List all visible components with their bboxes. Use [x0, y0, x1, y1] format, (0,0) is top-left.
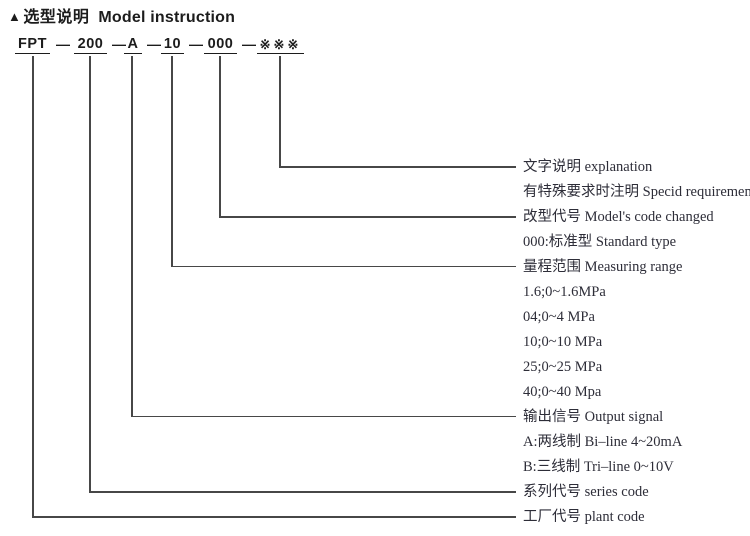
label-plant-code: 工厂代号 plant code: [523, 509, 645, 525]
label-range-1-6mpa: 1.6;0~1.6MPa: [523, 284, 606, 300]
leader-line-vertical-measuring-range: [171, 56, 173, 266]
leader-line-vertical-explanation: [279, 56, 281, 167]
label-output-a-bi-line: A:两线制 Bi–line 4~20mA: [523, 434, 683, 450]
section-header: ▲选型说明 Model instruction: [8, 3, 235, 27]
model-code-separator: —: [189, 36, 203, 52]
section-title-en: Model instruction: [98, 9, 236, 26]
leader-line-vertical-output-signal: [131, 56, 133, 416]
label-standard-type: 000:标准型 Standard type: [523, 234, 677, 250]
leader-line-horizontal-series-code: [89, 491, 516, 493]
label-range-10mpa: 10;0~10 MPa: [523, 334, 603, 350]
leader-line-vertical-code-changed: [219, 56, 221, 217]
leader-line-vertical-plant-code: [32, 56, 34, 517]
model-segment-explanation: ※※※: [257, 36, 304, 54]
leader-line-horizontal-code-changed: [219, 216, 516, 218]
model-code-separator: —: [147, 36, 161, 52]
label-explanation: 文字说明 explanation: [523, 159, 653, 175]
model-segment-plant-code: FPT: [15, 36, 50, 54]
leader-line-vertical-series-code: [89, 56, 91, 492]
section-title-zh: 选型说明: [23, 9, 90, 26]
label-output-signal: 输出信号 Output signal: [523, 409, 664, 425]
model-code-separator: —: [242, 36, 256, 52]
model-segment-output-signal: A: [124, 36, 142, 54]
leader-line-horizontal-measuring-range: [171, 265, 516, 267]
label-range-4mpa: 04;0~4 MPa: [523, 309, 595, 325]
leader-line-horizontal-explanation: [279, 166, 516, 168]
leader-line-horizontal-output-signal: [131, 415, 516, 417]
label-special-requirement: 有特殊要求时注明 Specid requirement: [523, 184, 750, 200]
label-model-code-changed: 改型代号 Model's code changed: [523, 209, 714, 225]
label-measuring-range: 量程范围 Measuring range: [523, 259, 683, 275]
model-segment-series-code: 200: [74, 36, 107, 54]
model-code-separator: —: [112, 36, 126, 52]
model-code-separator: —: [56, 36, 70, 52]
label-range-25mpa: 25;0~25 MPa: [523, 359, 603, 375]
leader-line-horizontal-plant-code: [32, 516, 516, 518]
model-segment-measuring-range: 10: [161, 36, 184, 54]
triangle-marker-icon: ▲: [8, 9, 22, 24]
label-range-40mpa: 40;0~40 Mpa: [523, 384, 602, 400]
label-output-b-tri-line: B:三线制 Tri–line 0~10V: [523, 459, 674, 475]
model-segment-code-changed: 000: [204, 36, 237, 54]
label-series-code: 系列代号 series code: [523, 484, 649, 500]
